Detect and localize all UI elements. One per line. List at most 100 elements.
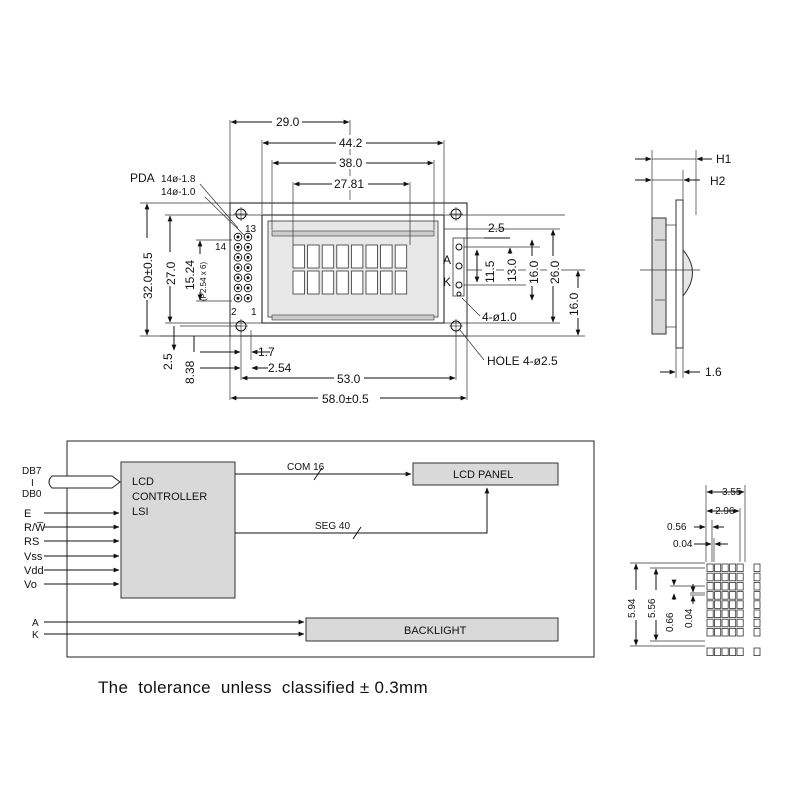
next-char-dot [753, 609, 761, 618]
dim-1.6: 1.6 [705, 365, 722, 379]
char-cell [336, 244, 349, 269]
dim-0.56: 0.56 [667, 522, 687, 533]
matrix-dot [706, 591, 714, 600]
cursor-dot [714, 647, 722, 656]
dim-2.54: 2.54 [268, 361, 292, 375]
pin-2-label: 2 [231, 307, 237, 318]
dim-16b: 16.0 [567, 292, 581, 316]
matrix-dot [706, 618, 714, 628]
matrix-dot [729, 582, 737, 591]
matrix-dot [736, 618, 744, 628]
controller-line-2: CONTROLLER [132, 491, 207, 503]
char-cell [292, 270, 305, 295]
matrix-dot [736, 600, 744, 609]
matrix-dot [729, 572, 737, 582]
character-detail: 3.55 2.96 0.56 0.04 5.94 5.56 0.66 0.04 [626, 485, 761, 656]
char-cell [307, 270, 320, 295]
matrix-dot [721, 582, 729, 591]
matrix-dot [736, 609, 744, 618]
lcd-panel-label: LCD PANEL [453, 469, 513, 481]
matrix-dot [714, 600, 722, 609]
next-char-dot [753, 618, 761, 628]
char-cell [336, 270, 349, 295]
dim-29: 29.0 [276, 115, 300, 129]
matrix-dot [736, 628, 744, 637]
next-char-dot [753, 582, 761, 591]
matrix-dot [714, 609, 722, 618]
next-char-dot [753, 591, 761, 600]
char-cell [350, 244, 364, 269]
controller-block [120, 461, 236, 599]
pin-drill [246, 245, 250, 249]
next-cursor-dot [753, 647, 761, 656]
next-char-dot [753, 600, 761, 609]
dim-2.96: 2.96 [715, 506, 735, 517]
next-char-dot [753, 628, 761, 637]
matrix-dot [729, 618, 737, 628]
next-char-dot [753, 563, 761, 572]
cursor-dot [736, 647, 744, 656]
matrix-dot [714, 591, 722, 600]
pin-drill [236, 296, 240, 300]
controller-line-3: LSI [132, 506, 149, 518]
pin-drill [246, 296, 250, 300]
pin-drill [246, 276, 250, 280]
dim-2.5-right: 2.5 [488, 221, 505, 235]
matrix-dot [714, 628, 722, 637]
dim-1.7: 1.7 [258, 345, 275, 359]
matrix-dot [721, 591, 729, 600]
top-bar [271, 230, 435, 237]
matrix-dot [721, 563, 729, 572]
side-pcb [675, 199, 684, 349]
db7-label: DB7 [22, 466, 42, 477]
matrix-dot [706, 582, 714, 591]
backlight-label: BACKLIGHT [404, 625, 467, 637]
pda-label: PDA [130, 171, 155, 185]
pin-13-label: 13 [245, 224, 257, 235]
matrix-dot [729, 628, 737, 637]
k-pin-label: K [32, 630, 39, 641]
side-bezel [651, 217, 667, 335]
h2-label: H2 [710, 174, 726, 188]
matrix-dot [736, 591, 744, 600]
pin-label: RS [24, 536, 39, 548]
char-cell [365, 270, 378, 295]
pda-14a: 14ø-1.8 [161, 174, 196, 185]
a-pin-label: A [32, 618, 39, 629]
matrix-dot [729, 609, 737, 618]
pin-drill [246, 235, 250, 239]
pin-label: E [24, 508, 31, 520]
label-k: K [443, 275, 451, 289]
dim-0.04b: 0.04 [684, 608, 695, 628]
pitch-note: (P2.54 x 6) [199, 262, 208, 301]
dim-0.04a: 0.04 [673, 539, 693, 550]
matrix-dot [706, 609, 714, 618]
dim-13: 13.0 [505, 258, 519, 282]
pin-drill [236, 266, 240, 270]
module-top-view: 29.0 44.2 38.0 27.81 PDA 14ø-1.8 14ø-1.0… [130, 114, 585, 406]
block-diagram: LCD CONTROLLER LSI LCD PANEL BACKLIGHT C… [22, 440, 595, 658]
dim-26: 26.0 [548, 260, 562, 284]
side-bulge [682, 248, 693, 298]
data-bus-arrow [48, 475, 121, 489]
char-cell [380, 244, 393, 269]
char-cell [380, 270, 393, 295]
tolerance-note: The tolerance unless classified ± 0.3mm [98, 678, 428, 697]
char-cell [394, 270, 408, 295]
dim-0.66: 0.66 [665, 612, 676, 632]
diagram-frame [66, 440, 595, 658]
character-cells [292, 244, 408, 295]
label-a: A [443, 253, 451, 267]
char-cell [292, 244, 305, 269]
dim-5.94: 5.94 [627, 598, 638, 618]
matrix-dot [706, 563, 714, 572]
backlight-pads [452, 237, 465, 297]
matrix-dot [729, 600, 737, 609]
pin-header [233, 232, 253, 303]
pin-drill [246, 266, 250, 270]
lcd-panel-block [412, 462, 559, 486]
seg-label: SEG 40 [315, 521, 350, 532]
matrix-dot [736, 563, 744, 572]
